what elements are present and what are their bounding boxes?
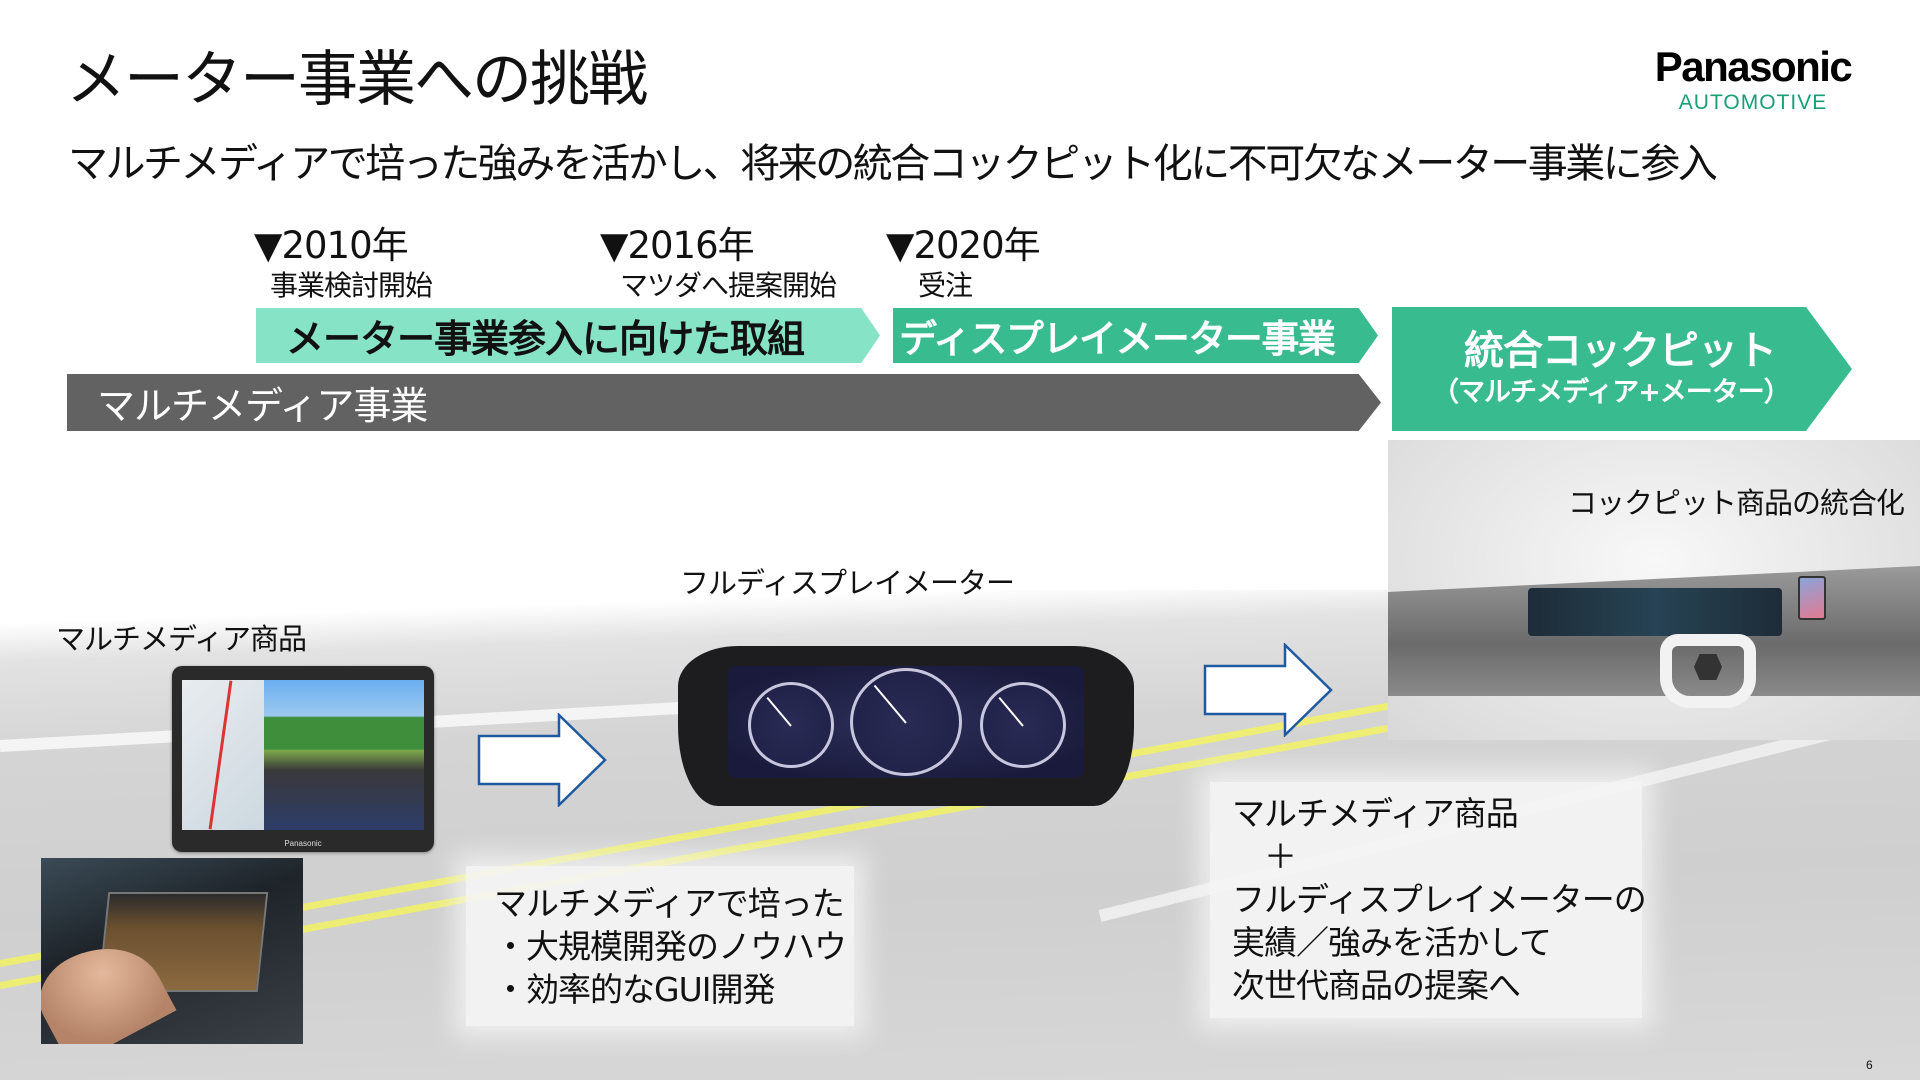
bar-display-meter-business: ディスプレイメーター事業 (893, 308, 1378, 363)
car-navigation-image: Panasonic (172, 666, 434, 852)
milestone-2016-event: マツダへ提案開始 (620, 269, 837, 302)
tachometer-dial (748, 682, 834, 768)
next-line: 実績／強みを活かして (1232, 923, 1552, 962)
next-line: 次世代商品の提案へ (1232, 966, 1521, 1005)
milestone-2020-event: 受注 (918, 269, 973, 302)
bar-multimedia-business: マルチメディア事業 (67, 374, 1381, 431)
navigation-3d-view (264, 680, 424, 830)
navigation-screen (182, 680, 424, 830)
touchscreen-image (41, 858, 303, 1044)
cockpit-label: コックピット商品の統合化 (1568, 486, 1905, 520)
strengths-line: マルチメディアで培った (494, 884, 845, 923)
cockpit-display (1528, 588, 1782, 636)
next-line: ＋ (1232, 837, 1297, 876)
bar-integrated-cockpit: 統合コックピット （マルチメディア+メーター） (1392, 307, 1852, 431)
page-title: メーター事業への挑戦 (66, 45, 648, 115)
next-line: フルディスプレイメーターの (1232, 880, 1647, 919)
steering-wheel (1660, 634, 1756, 708)
bar-display-meter-label: ディスプレイメーター事業 (899, 317, 1336, 361)
strengths-note: マルチメディアで培った ・大規模開発のノウハウ ・効率的なGUI開発 (466, 866, 854, 1026)
strengths-line: ・効率的なGUI開発 (494, 970, 775, 1009)
full-display-meter-image (678, 632, 1134, 812)
page-subtitle: マルチメディアで培った強みを活かし、将来の統合コックピット化に不可欠なメーター事… (68, 141, 1718, 187)
milestone-2020-year: ▼2020年 (886, 224, 1041, 267)
next-generation-note: マルチメディア商品 ＋ フルディスプレイメーターの 実績／強みを活かして 次世代… (1210, 782, 1647, 1018)
next-line: マルチメディア商品 (1232, 794, 1519, 833)
bar-meter-preparation-label: メーター事業参入に向けた取組 (286, 317, 805, 361)
bar-integrated-cockpit-title: 統合コックピット (1464, 328, 1777, 374)
milestone-2016-year: ▼2016年 (600, 224, 755, 267)
bar-multimedia-label: マルチメディア事業 (97, 384, 428, 428)
milestone-2010-year: ▼2010年 (254, 224, 409, 267)
page-number: 6 (1866, 1058, 1873, 1072)
cockpit-image (1388, 440, 1920, 740)
bar-meter-preparation: メーター事業参入に向けた取組 (256, 308, 880, 363)
navigation-map (182, 680, 265, 830)
arrow-right-icon (1203, 643, 1333, 737)
cockpit-phone (1798, 576, 1826, 620)
meter-label: フルディスプレイメーター (680, 566, 1015, 600)
logo-brand: Panasonic (1654, 43, 1853, 90)
meter-lcd (728, 666, 1084, 778)
arrow-right-icon (477, 713, 607, 807)
logo-division: AUTOMOTIVE (1678, 91, 1828, 114)
bar-integrated-cockpit-subtitle: （マルチメディア+メーター） (1432, 377, 1791, 408)
gauge-dial (980, 682, 1066, 768)
milestone-2010-event: 事業検討開始 (270, 269, 433, 302)
speedometer-dial (850, 668, 962, 776)
panasonic-automotive-logo: Panasonic AUTOMOTIVE (1638, 44, 1868, 116)
navi-brand: Panasonic (284, 839, 322, 848)
strengths-line: ・大規模開発のノウハウ (494, 927, 847, 966)
multimedia-label: マルチメディア商品 (56, 622, 307, 656)
